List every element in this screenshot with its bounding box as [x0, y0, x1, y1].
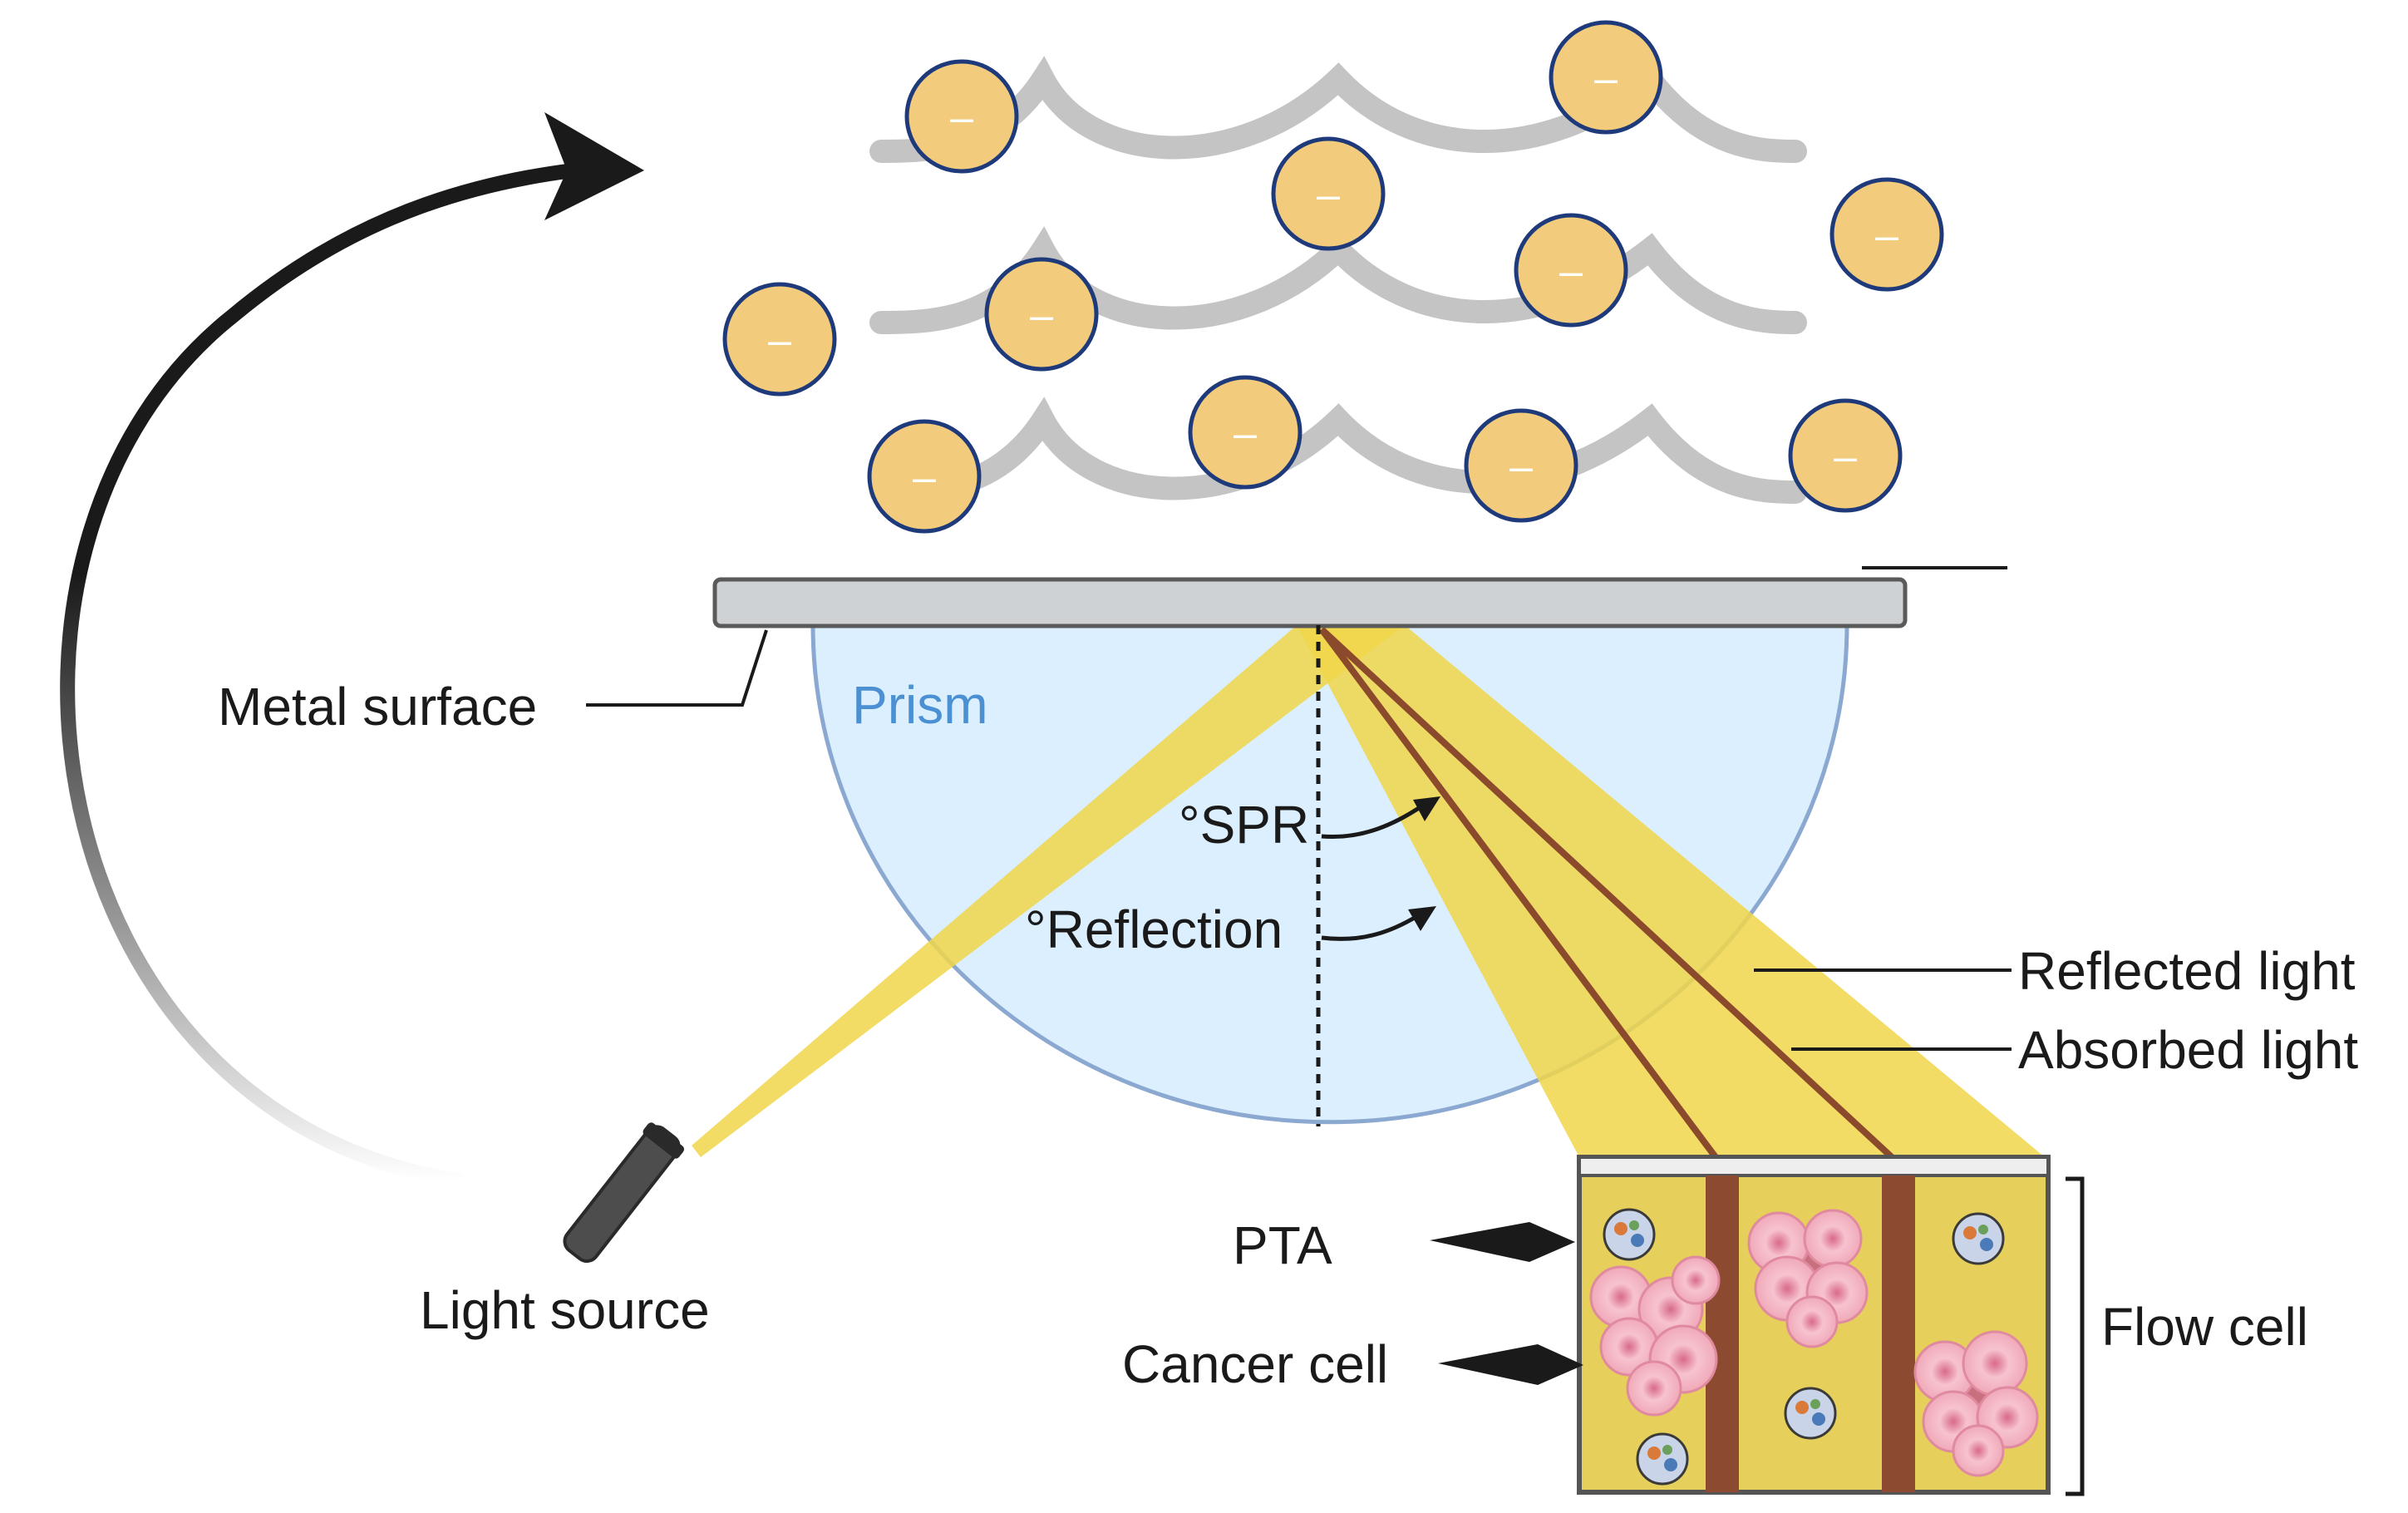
rotation-arrowhead-icon — [544, 112, 644, 220]
light-beams — [692, 625, 2045, 1160]
charged-particle: – — [984, 257, 1099, 372]
flow-cell-cover — [1578, 1156, 2050, 1177]
svg-text:–: – — [1509, 443, 1533, 490]
cancer-cell-cluster — [1913, 1330, 2039, 1477]
charged-particle: – — [1514, 213, 1628, 328]
spr-angle-label: °SPR — [1179, 795, 1309, 855]
metal-surface-leader — [586, 629, 768, 707]
svg-text:–: – — [1317, 171, 1340, 218]
charged-particle: – — [1464, 408, 1578, 523]
absorbed-ray — [1319, 627, 1894, 1160]
prism-label: Prism — [852, 675, 988, 735]
pta-particles — [1603, 1208, 2005, 1486]
svg-text:–: – — [768, 317, 791, 363]
charged-particle: – — [1829, 177, 1944, 292]
pta-particle — [1636, 1432, 1689, 1486]
cancer-cell-cluster — [1589, 1255, 1721, 1417]
light-source-label: Light source — [420, 1280, 710, 1340]
metal-surface-plate — [712, 577, 1908, 628]
charged-particle: – — [1188, 375, 1302, 490]
cancer-cell-clusters — [1589, 1209, 2039, 1477]
channel-wall — [1882, 1175, 1915, 1492]
charged-particle: – — [722, 282, 837, 397]
reflected-beam — [1297, 625, 2045, 1157]
cancer-cell-label: Cancer cell — [1122, 1334, 1388, 1394]
reflected-light-label: Reflected light — [2018, 941, 2356, 1001]
charged-particle: – — [867, 419, 982, 534]
svg-text:–: – — [950, 94, 973, 140]
cancer-cell-pointer-arrow-icon — [1438, 1344, 1583, 1385]
charged-particles: – – – – – – – – – – – — [722, 20, 1944, 534]
cancer-cell-cluster — [1747, 1209, 1869, 1348]
svg-text:–: – — [1030, 292, 1053, 338]
channel-wall — [1706, 1175, 1739, 1492]
charged-particle: – — [904, 59, 1019, 174]
light-source-icon — [563, 1122, 685, 1264]
reflection-angle-arrow-icon — [1321, 906, 1436, 941]
pta-particle — [1603, 1208, 1656, 1261]
svg-text:–: – — [1834, 433, 1857, 480]
absorbed-ray — [1318, 627, 1719, 1160]
charged-particle: – — [1549, 20, 1663, 135]
pta-particle — [1784, 1387, 1837, 1440]
pta-particle — [1952, 1212, 2005, 1265]
absorbed-light-label: Absorbed light — [2018, 1020, 2358, 1080]
svg-text:–: – — [1559, 248, 1583, 294]
flow-cell — [1577, 1155, 2051, 1495]
flow-cell-bracket — [2066, 1176, 2085, 1496]
flow-cell-label: Flow cell — [2101, 1297, 2308, 1357]
charged-particle: – — [1788, 398, 1903, 513]
svg-text:–: – — [913, 454, 936, 500]
metal-surface-label: Metal surface — [218, 677, 537, 737]
svg-text:–: – — [1234, 410, 1257, 456]
svg-text:–: – — [1875, 212, 1898, 259]
charged-particle: – — [1271, 136, 1386, 251]
pta-pointer-arrow-icon — [1430, 1222, 1575, 1262]
reflection-angle-label: °Reflection — [1025, 899, 1283, 959]
spr-angle-arrow-icon — [1321, 796, 1440, 840]
pta-label: PTA — [1233, 1215, 1332, 1275]
rotation-arc-arrow — [60, 112, 644, 1188]
svg-text:–: – — [1594, 55, 1618, 101]
incident-beam — [692, 625, 1405, 1157]
